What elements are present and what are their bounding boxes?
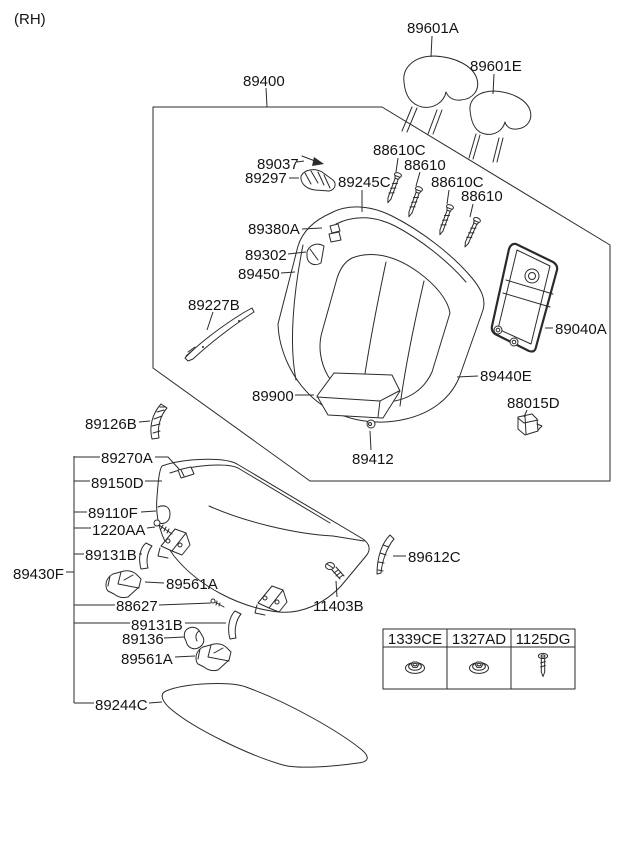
- leader-lines: [138, 35, 553, 704]
- clip-89561a-rear: [195, 643, 232, 672]
- assembly-box-outline: [152, 106, 611, 482]
- label-89037: 89037: [257, 156, 299, 173]
- bushing-89136: [183, 626, 205, 650]
- grommet-89412: [366, 419, 376, 429]
- cushion-hinge-rear: [254, 585, 288, 616]
- label-89561a-2: 89561A: [121, 651, 173, 668]
- label-1220aa: 1220AA: [92, 522, 145, 539]
- labels: (RH) 89400 89601A 89601E 89037 89297 886…: [13, 11, 607, 714]
- label-89430f: 89430F: [13, 566, 64, 583]
- headrest-side-drawing: [468, 90, 532, 163]
- tapping-screw-icon: [537, 652, 549, 677]
- label-89131b-2: 89131B: [131, 617, 183, 634]
- label-89110f: 89110F: [88, 505, 138, 522]
- label-89400: 89400: [243, 73, 285, 90]
- label-11403b: 11403B: [313, 598, 364, 615]
- label-89601a: 89601A: [407, 20, 459, 37]
- strip-89131b-front: [139, 542, 153, 570]
- label-88015d: 88015D: [507, 395, 560, 412]
- cushion-group-bracket: [66, 456, 130, 704]
- corner-tag: (RH): [14, 11, 46, 28]
- bolt-11403b: [325, 562, 345, 580]
- label-89131b-1: 89131B: [85, 547, 137, 564]
- label-89561a-1: 89561A: [166, 576, 218, 593]
- screw-88627: [210, 598, 225, 608]
- cushion-hinge-front: [157, 528, 191, 559]
- screw-1220aa: [153, 519, 173, 535]
- label-89297: 89297: [245, 170, 287, 187]
- label-89040a: 89040A: [555, 321, 607, 338]
- seat-back-drawing: [277, 206, 485, 423]
- fastener-table: [382, 628, 576, 690]
- headrest-main-drawing: [401, 55, 479, 135]
- clip-88015d: [517, 413, 543, 436]
- table-header-1327ad: 1327AD: [452, 631, 506, 648]
- label-88627: 88627: [116, 598, 158, 615]
- side-bracket-89227b: [184, 307, 255, 362]
- label-88610-2: 88610: [461, 188, 503, 205]
- label-89450: 89450: [238, 266, 280, 283]
- table-header-1125dg: 1125DG: [516, 631, 571, 648]
- label-89244c: 89244C: [95, 697, 148, 714]
- label-89245c: 89245C: [338, 174, 391, 191]
- label-89440e: 89440E: [480, 368, 532, 385]
- back-panel-drawing: [490, 242, 559, 353]
- label-89227b: 89227B: [188, 297, 240, 314]
- clip-89561a-front: [105, 570, 142, 599]
- strip-89131b-rear: [228, 610, 242, 640]
- table-header-1339ce: 1339CE: [388, 631, 442, 648]
- label-89900: 89900: [252, 388, 294, 405]
- label-89136: 89136: [122, 631, 164, 648]
- label-89412: 89412: [352, 451, 394, 468]
- label-88610-1: 88610: [404, 157, 446, 174]
- hook-arrow-icon: [301, 155, 324, 166]
- trim-strip-89126b: [150, 403, 168, 440]
- label-89302: 89302: [245, 247, 287, 264]
- label-89150d: 89150D: [91, 475, 144, 492]
- flanged-nut-icon: [469, 661, 489, 674]
- label-89380a: 89380A: [248, 221, 300, 238]
- label-89270a: 89270A: [101, 450, 153, 467]
- armrest-drawing: [316, 372, 401, 419]
- label-88610c-2: 88610C: [431, 174, 484, 191]
- trim-strip-89612c: [376, 534, 395, 575]
- label-89601e: 89601E: [470, 58, 522, 75]
- buckle-drawing: [300, 169, 336, 192]
- label-89612c: 89612C: [408, 549, 461, 566]
- label-89126b: 89126B: [85, 416, 137, 433]
- cushion-pad-89244c: [161, 683, 368, 768]
- label-88610c-1: 88610C: [373, 142, 426, 159]
- flanged-nut-icon: [405, 661, 425, 674]
